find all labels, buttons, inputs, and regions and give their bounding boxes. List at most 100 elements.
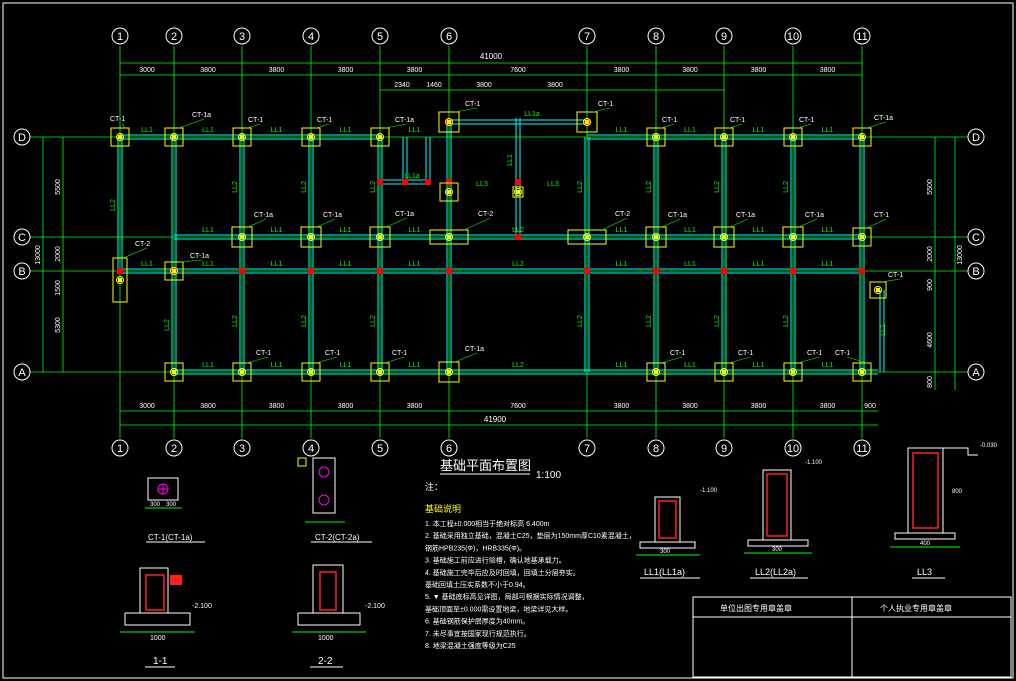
footing-label: CT-1 [317, 117, 332, 124]
grid-bubble [13, 363, 31, 381]
footing-label: CT-2 [615, 211, 630, 218]
column-symbol [307, 233, 315, 241]
footing [438, 361, 460, 383]
grid-number: 4 [308, 31, 314, 43]
footing-label: CT-1 [662, 117, 677, 124]
bottom-span-dim: 7600 [510, 403, 526, 410]
column-symbol [376, 233, 384, 241]
title-block-right: 个人执业专用章盖章 [880, 603, 952, 613]
beam-label: LL1 [202, 261, 214, 268]
column-symbol [238, 368, 246, 376]
footing [782, 226, 804, 248]
top-span-dim: 3000 [139, 67, 155, 74]
beam-label: LL2 [370, 181, 377, 193]
beam-label: LL1 [271, 261, 283, 268]
note-line: 8. 地梁混凝土强度等级为C25 [425, 641, 516, 650]
grid-bubble [440, 439, 458, 457]
beam-label: LL1 [141, 127, 153, 134]
leader-line [463, 217, 491, 231]
sub-dim: 3800 [547, 82, 563, 89]
grid-number: 2 [171, 443, 177, 455]
leader-line [454, 107, 478, 113]
grid-bubble [784, 439, 802, 457]
leader-line [315, 123, 330, 129]
leader-line [178, 259, 203, 263]
footing [232, 362, 252, 382]
leader-line [121, 122, 126, 129]
footing [438, 111, 460, 133]
grid-number: 10 [787, 443, 799, 455]
leader-line [122, 247, 148, 259]
column-symbol [652, 368, 660, 376]
grid-number: 5 [377, 31, 383, 43]
leader-line [178, 118, 205, 129]
leader-line [866, 218, 887, 229]
column-core [309, 235, 313, 239]
grid-bubble [371, 27, 389, 45]
grid-bubble [13, 228, 31, 246]
grid-number: 4 [308, 443, 314, 455]
column-symbol [445, 188, 453, 196]
column-symbol [652, 233, 660, 241]
sub-dim: 3800 [476, 82, 492, 89]
grid-number: 2 [171, 31, 177, 43]
bottom-span-dim: 3800 [269, 403, 285, 410]
column-symbol [583, 233, 591, 241]
right-total-dim: 13000 [957, 245, 964, 265]
top-span-dim: 3800 [200, 67, 216, 74]
column-core [654, 235, 658, 239]
footing [369, 226, 391, 248]
note-line: 7. 未尽事宜按国家现行规范执行。 [425, 629, 531, 638]
note-line: 4. 基础施工完毕后应及时回填，回填土分层夯实。 [425, 568, 580, 577]
leader-line [246, 123, 261, 129]
right-span-dim: 5500 [927, 179, 934, 195]
footing [852, 227, 872, 247]
column-core [118, 135, 122, 139]
beam-section-ll1: 300 -1.100 LL1(LL1a) [636, 488, 718, 579]
beam-label: LL2 [164, 319, 171, 331]
grid-letter: D [972, 132, 980, 144]
beam-label: LL2 [783, 181, 790, 193]
column-mark [653, 268, 659, 274]
beam-label: LL2 [370, 315, 377, 327]
leader-line [797, 356, 820, 364]
detail-ct2: CT-2(CT-2a) [297, 457, 372, 543]
footing-label: CT-1 [874, 212, 889, 219]
column-mark [515, 179, 521, 185]
ll2-elev: -1.100 [805, 460, 823, 466]
ct1-outline [147, 477, 179, 501]
column-symbol [307, 133, 315, 141]
beam-label: LL1 [684, 261, 696, 268]
column-core [654, 370, 658, 374]
footing-label: CT-1 [738, 350, 753, 357]
grid-number: 3 [239, 31, 245, 43]
left-span-dim: 5500 [55, 179, 62, 195]
beam-label: LL2 [301, 315, 308, 327]
svg-text:300: 300 [660, 549, 671, 555]
footing-label: CT-1 [835, 350, 850, 357]
footing [110, 127, 130, 147]
footing [645, 226, 667, 248]
grid-bubble [233, 439, 251, 457]
footing [646, 127, 666, 147]
footing-label: CT-1a [323, 212, 342, 219]
column-symbol [789, 368, 797, 376]
right-span-dim: 2000 [927, 246, 934, 262]
footing [300, 226, 322, 248]
ct1-caption: CT-1(CT-1a) [148, 533, 193, 542]
beam-label: LL2 [512, 227, 524, 234]
grid-letter: A [972, 367, 980, 379]
column-core [309, 135, 313, 139]
column-mark [425, 179, 431, 185]
footing-label: CT-1 [110, 116, 125, 123]
note-line: 2. 基础采用独立基础，混凝土C25，垫层为150mm厚C10素混凝土， [425, 531, 636, 540]
grid-number: 3 [239, 443, 245, 455]
beam-label: LL2 [646, 315, 653, 327]
column-symbol [170, 133, 178, 141]
grid-bubble [784, 27, 802, 45]
footing [112, 257, 128, 303]
footings [110, 111, 887, 383]
